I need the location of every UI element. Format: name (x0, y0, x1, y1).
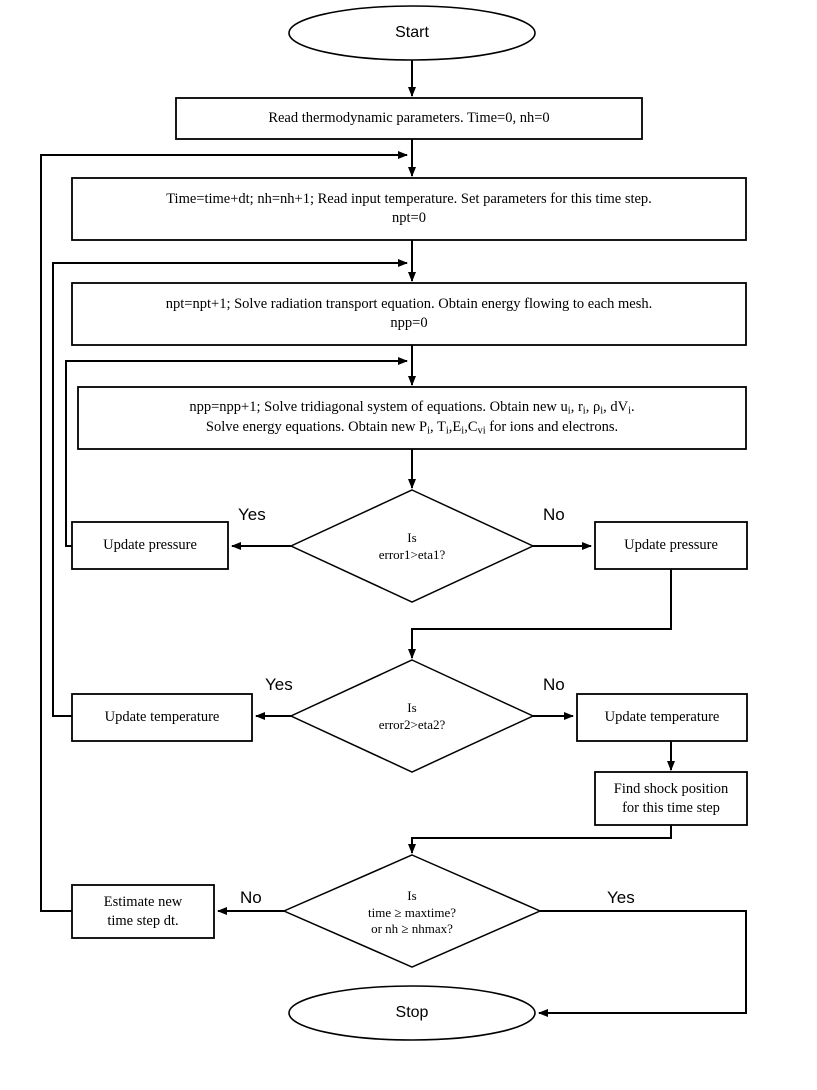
node-update-temperature-right-shape (576, 693, 748, 742)
node-update-pressure-left-shape (71, 521, 229, 570)
node-update-temperature-left-shape (71, 693, 253, 742)
node-start-shape (288, 5, 536, 61)
edge-find-shock-to-decision3 (408, 825, 672, 854)
edge-pressure-right-to-decision2 (408, 569, 672, 659)
edge-loop-estimate-to-timestep (40, 151, 408, 912)
edge-loop-pressure-to-tridiagonal (65, 357, 408, 547)
node-tridiagonal-shape (77, 386, 747, 450)
node-decision3-shape (282, 854, 542, 968)
node-stop-shape (288, 985, 536, 1041)
node-radiation-shape (71, 282, 747, 346)
edge-decision3-yes (538, 910, 747, 1017)
node-update-pressure-right-shape (594, 521, 748, 570)
edge-loop-temperature-to-radiation (52, 259, 408, 717)
node-time-step-shape (71, 177, 747, 241)
node-decision1-shape (289, 489, 535, 603)
node-read-params-shape (175, 97, 643, 140)
node-find-shock-shape (594, 771, 748, 826)
node-decision2-shape (289, 659, 535, 773)
node-estimate-dt-shape (71, 884, 215, 939)
